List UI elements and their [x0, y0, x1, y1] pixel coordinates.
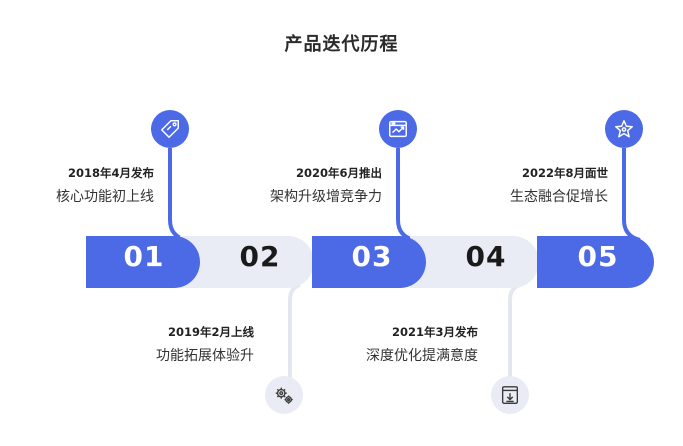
- milestone-date-01: 2018年4月发布: [67, 166, 154, 180]
- milestone-icon-01: [151, 110, 189, 148]
- milestone-date-03: 2020年6月推出: [295, 166, 382, 180]
- milestone-icon-03: [379, 110, 417, 148]
- connector-04: [508, 283, 521, 385]
- segment-03: [312, 236, 426, 288]
- gears-icon: [275, 387, 293, 404]
- connector-03: [396, 148, 415, 242]
- price-tag-icon: [161, 120, 179, 138]
- segment-02: [180, 236, 314, 288]
- page-title: 产品迭代历程: [284, 34, 399, 55]
- segment-04: [410, 236, 539, 288]
- browser-chart-icon: [389, 120, 407, 138]
- download-window-icon: [501, 386, 519, 404]
- segment-01: [86, 236, 200, 288]
- timeline-segments: [86, 236, 654, 288]
- milestone-icon-05: [605, 110, 643, 148]
- milestone-date-02: 2019年2月上线: [167, 325, 254, 339]
- connector-02: [288, 283, 301, 385]
- milestone-number-02: 02: [239, 240, 281, 273]
- milestone-desc-01: 核心功能初上线: [56, 189, 154, 205]
- milestone-date-04: 2021年3月发布: [391, 325, 478, 339]
- milestone-number-01: 01: [123, 240, 165, 273]
- connector-01: [168, 148, 187, 242]
- milestone-number-03: 03: [351, 240, 393, 273]
- segment-05: [537, 236, 654, 288]
- milestone-icon-02: [265, 376, 303, 414]
- milestone-icon-04: [491, 376, 529, 414]
- milestone-desc-05: 生态融合促增长: [510, 189, 608, 205]
- milestone-desc-04: 深度优化提满意度: [366, 348, 478, 364]
- milestone-number-04: 04: [465, 240, 507, 273]
- connector-05: [622, 148, 641, 242]
- milestone-number-05: 05: [577, 240, 619, 273]
- star-icon: [615, 120, 633, 138]
- milestone-desc-03: 架构升级增竞争力: [270, 189, 382, 205]
- milestone-date-05: 2022年8月面世: [521, 166, 608, 180]
- milestone-desc-02: 功能拓展体验升: [156, 348, 254, 364]
